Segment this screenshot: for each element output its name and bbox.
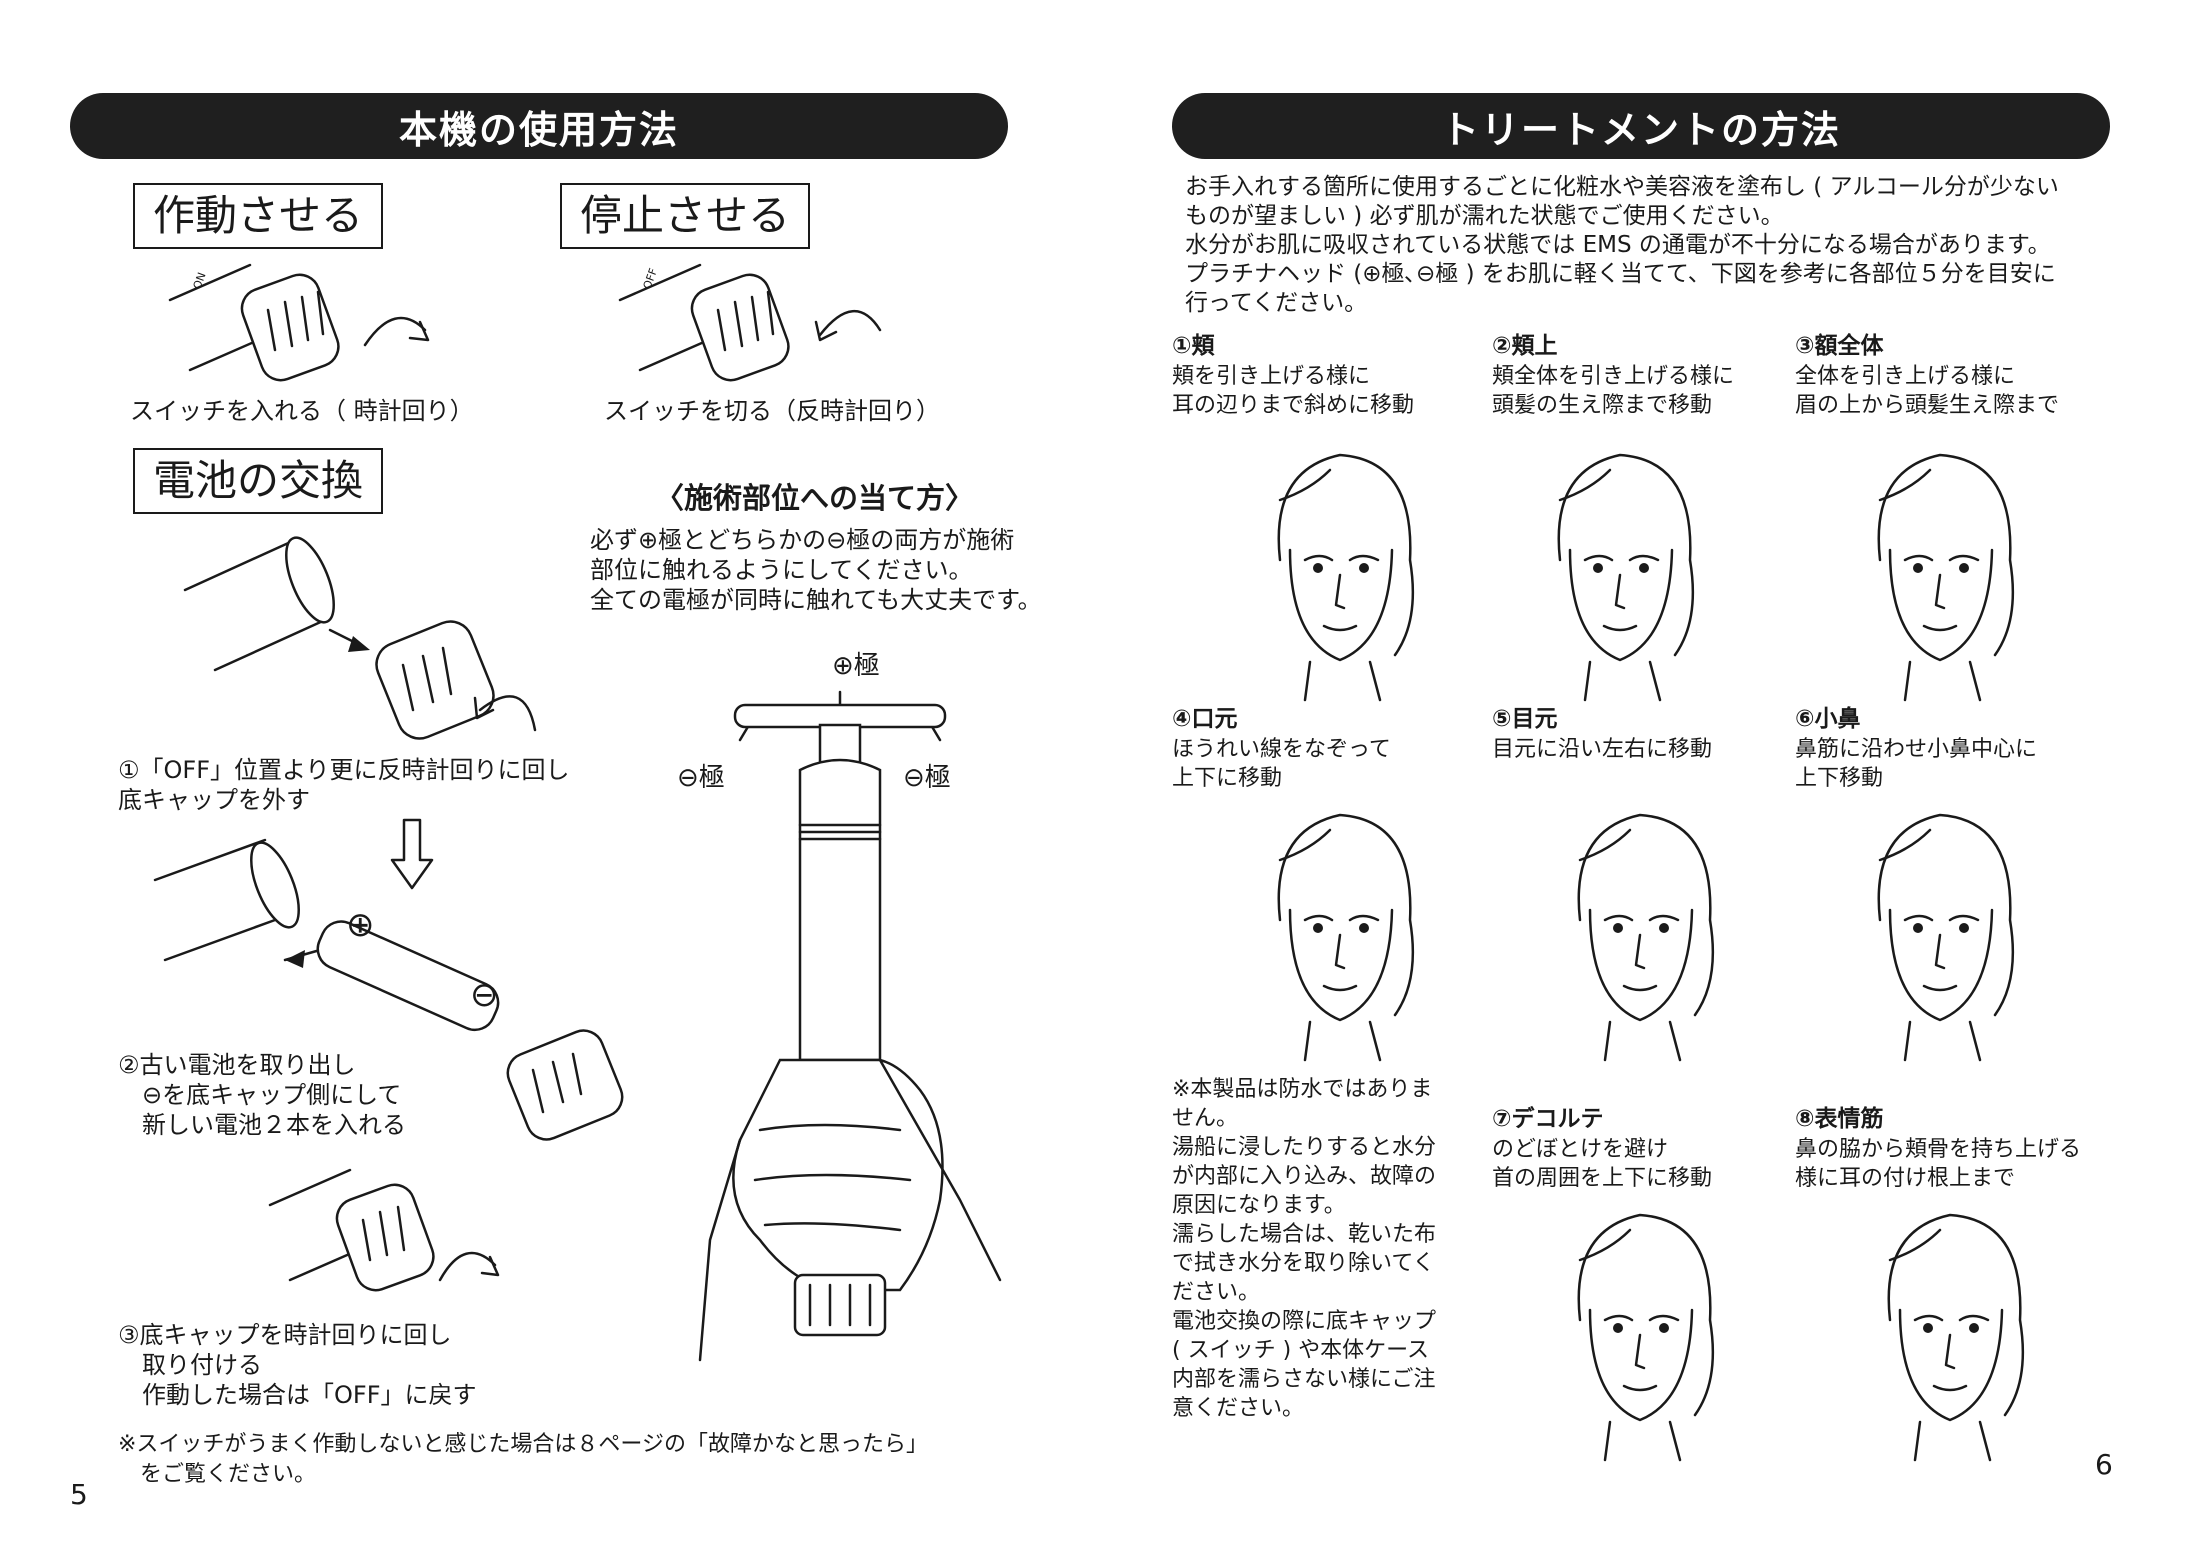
face-illustration-1 xyxy=(1277,453,1415,702)
usage-banner: 本機の使用方法 xyxy=(70,93,1008,159)
item-desc: 目元に沿い左右に移動 xyxy=(1492,737,1713,762)
plus-symbol: ⊕ xyxy=(346,905,375,945)
minus-pole-right-label: ⊖極 xyxy=(903,763,951,793)
item-desc: 頬全体を引き上げる様に 頭髪の生え際まで移動 xyxy=(1492,364,1735,418)
face-illustration-3 xyxy=(1877,453,2015,702)
step1-text: ①「OFF」位置より更に反時計回りに回し 底キャップを外す xyxy=(118,756,570,814)
down-arrow-icon xyxy=(390,818,434,890)
operate-label: 作動させる xyxy=(133,183,384,249)
treatment-banner: トリートメントの方法 xyxy=(1172,93,2110,159)
item-title: ⑦デコルテ xyxy=(1492,1106,1604,1132)
caption-switch-off: スイッチを切る（反時計回り） xyxy=(604,397,940,425)
minus-pole-left-label: ⊖極 xyxy=(677,763,725,793)
switch-off-illustration: OFF xyxy=(618,263,882,382)
item-desc: 鼻筋に沿わせ小鼻中心に 上下移動 xyxy=(1795,737,2038,791)
minus-symbol: ⊖ xyxy=(470,975,499,1015)
item-desc: 頬を引き上げる様に 耳の辺りまで斜めに移動 xyxy=(1172,364,1415,418)
device-in-hand-illustration xyxy=(698,690,1002,1362)
footnote: ※スイッチがうまく作動しないと感じた場合は８ページの「故障かなと思ったら」 をご… xyxy=(118,1432,928,1487)
face-illustration-7 xyxy=(1577,1213,1715,1462)
page-number-right: 6 xyxy=(2095,1448,2113,1481)
item-desc: 全体を引き上げる様に 眉の上から頭髪生え際まで xyxy=(1795,364,2060,418)
step2-text: ②古い電池を取り出し ⊖を底キャップ側にして 新しい電池２本を入れる xyxy=(118,1051,406,1139)
stop-label: 停止させる xyxy=(560,183,811,249)
switch-on-mark: ON xyxy=(191,271,209,291)
cap-attach-illustration xyxy=(268,1168,500,1292)
battery-change-label: 電池の交換 xyxy=(133,448,384,514)
item-title: ⑤目元 xyxy=(1492,706,1558,732)
waterproof-note: ※本製品は防水ではありま せん。 湯船に浸したりすると水分 が内部に入り込み、故… xyxy=(1172,1077,1437,1421)
item-title: ⑧表情筋 xyxy=(1795,1106,1884,1132)
face-illustration-4 xyxy=(1277,813,1415,1062)
plus-pole-label: ⊕極 xyxy=(832,651,880,681)
page-number-left: 5 xyxy=(70,1478,88,1511)
switch-off-mark: OFF xyxy=(641,267,661,291)
battery-insert-illustration xyxy=(153,838,624,1141)
cap-removal-illustration xyxy=(183,536,537,740)
contact-text: 必ず⊕極とどちらかの⊖極の両方が施術 部位に触れるようにしてください。 全ての電… xyxy=(590,526,1042,614)
caption-switch-on: スイッチを入れる（ 時計回り） xyxy=(130,397,474,425)
face-illustration-8 xyxy=(1887,1213,2025,1462)
item-title: ①頬 xyxy=(1172,333,1215,359)
item-desc: 鼻の脇から頬骨を持ち上げる 様に耳の付け根上まで xyxy=(1795,1137,2082,1191)
switch-on-illustration: ON xyxy=(168,263,430,382)
item-desc: のどぼとけを避け 首の周囲を上下に移動 xyxy=(1492,1137,1713,1191)
face-illustration-2 xyxy=(1557,453,1695,702)
face-illustration-5 xyxy=(1577,813,1715,1062)
treatment-intro: お手入れする箇所に使用するごとに化粧水や美容液を塗布し ( アルコール分が少ない… xyxy=(1185,174,2059,316)
item-title: ③額全体 xyxy=(1795,333,1884,359)
face-illustration-6 xyxy=(1877,813,2015,1062)
contact-heading: 〈施術部位への当て方〉 xyxy=(655,481,975,515)
item-title: ⑥小鼻 xyxy=(1795,706,1861,732)
step3-text: ③底キャップを時計回りに回し 取り付ける 作動した場合は「OFF」に戻す xyxy=(118,1321,477,1409)
item-title: ④口元 xyxy=(1172,706,1238,732)
item-title: ②頬上 xyxy=(1492,333,1558,359)
item-desc: ほうれい線をなぞって 上下に移動 xyxy=(1172,737,1391,791)
